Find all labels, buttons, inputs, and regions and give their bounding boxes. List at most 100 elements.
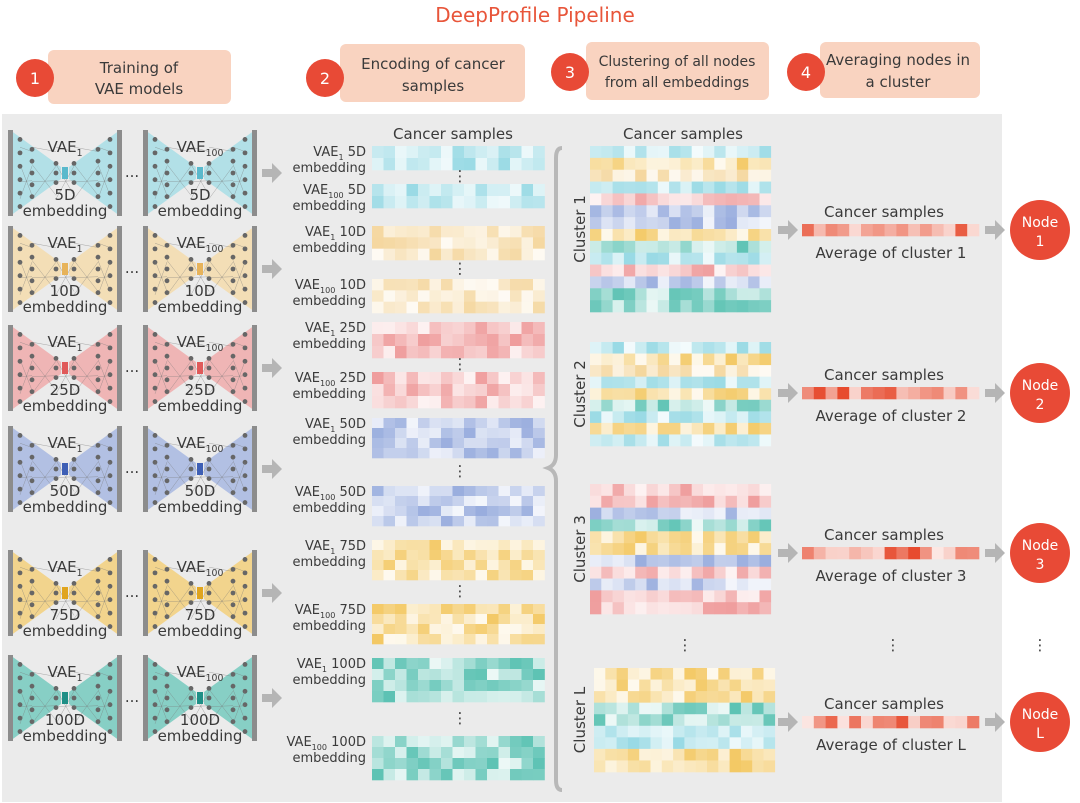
heatmap-cell	[441, 604, 453, 615]
heatmap-cell	[861, 387, 874, 400]
vae-last-label-sub: 100	[206, 148, 224, 159]
heatmap-cell	[418, 396, 430, 409]
vae-first-label: VAE1	[48, 333, 83, 354]
heatmap-cell	[748, 264, 760, 277]
vae-neuron	[95, 170, 101, 176]
heatmap-cell	[802, 387, 815, 400]
heatmap-cell	[748, 146, 760, 159]
heatmap-cell	[703, 205, 715, 218]
heatmap-cell	[714, 300, 726, 313]
heatmap-cell	[452, 396, 465, 409]
heatmap-cell	[464, 226, 476, 238]
vae-neuron	[17, 137, 23, 142]
vae-shape	[10, 226, 120, 312]
heatmap-cell	[590, 240, 602, 254]
vae-edge	[154, 166, 168, 199]
heatmap-cell	[464, 418, 476, 429]
heatmap-cell	[406, 158, 419, 171]
heatmap-cell	[680, 353, 692, 366]
heatmap-cell	[452, 237, 465, 249]
heatmap-cell	[759, 422, 772, 435]
heatmap-cell	[703, 288, 715, 301]
heatmap-cell	[487, 279, 499, 291]
heatmap-cell	[680, 193, 692, 206]
vae-edge	[55, 585, 75, 619]
vae-neuron	[206, 257, 212, 262]
vae-edge	[190, 584, 210, 616]
heatmap-cell	[452, 438, 465, 449]
heatmap-cell	[729, 679, 742, 692]
heatmap-cell	[441, 438, 453, 449]
heatmap-cell	[498, 226, 511, 238]
heatmap-cell	[429, 570, 442, 581]
step-2-line2: samples	[402, 77, 465, 95]
vae-neuron	[17, 372, 23, 378]
heatmap-cell	[372, 691, 384, 703]
heatmap-cell	[612, 353, 625, 366]
heatmap-cell	[521, 226, 534, 238]
heatmap-cell	[748, 205, 760, 218]
heatmap-cell	[703, 264, 715, 277]
vae-neuron	[17, 246, 23, 252]
vae-first-network	[8, 130, 122, 216]
heatmap-cell	[452, 634, 465, 645]
heatmap-cell	[406, 346, 419, 359]
heatmap-cell	[464, 196, 476, 209]
heatmap-cell	[612, 252, 625, 265]
heatmap-cell	[372, 614, 384, 625]
heatmap-cell	[669, 590, 681, 603]
vae-input-bar	[143, 325, 148, 411]
heatmap-cell	[725, 193, 738, 206]
heatmap-cell	[475, 279, 488, 291]
heatmap-cell	[752, 725, 764, 738]
heatmap-cell	[406, 290, 419, 302]
vae-neuron	[29, 454, 35, 460]
vae-edge	[73, 360, 99, 394]
vae-edge	[19, 242, 33, 248]
heatmap-cell	[646, 399, 659, 412]
heatmap-cell	[703, 602, 715, 615]
heatmap-cell	[475, 758, 488, 770]
heatmap-cell	[725, 252, 738, 265]
vae-neuron	[152, 190, 158, 196]
heatmap-cell	[487, 448, 499, 459]
vae-edge	[166, 180, 192, 182]
heatmap-cell	[612, 434, 625, 447]
heatmap-cell	[736, 399, 749, 412]
heatmap-cell	[464, 146, 476, 159]
heatmap-cell	[429, 506, 442, 517]
heatmap-cell	[521, 614, 534, 625]
heatmap-cell	[510, 237, 522, 249]
cluster-heatmap	[594, 668, 776, 773]
heatmap-cell	[703, 365, 715, 377]
embedding-last-label: VAE100 50D	[295, 485, 366, 502]
heatmap-cell	[691, 495, 704, 508]
vae-neuron	[53, 590, 59, 596]
vae-neuron	[17, 300, 23, 305]
heatmap-cell	[661, 760, 674, 773]
heatmap-cell	[441, 496, 453, 507]
heatmap-cell	[487, 237, 499, 249]
heatmap-cell	[680, 365, 692, 377]
heatmap-cell	[406, 334, 419, 347]
vae-neuron	[230, 146, 236, 152]
heatmap-cell	[612, 342, 625, 354]
heatmap-cell	[646, 146, 659, 159]
heatmap-cell	[759, 399, 772, 412]
vae-neuron	[107, 345, 113, 351]
heatmap-cell	[736, 217, 749, 230]
heatmap-cell	[594, 668, 606, 680]
embedding-last-label-base: VAE	[295, 278, 320, 293]
heatmap-cell	[740, 714, 753, 727]
heatmap-cell	[623, 566, 636, 579]
heatmap-cell	[680, 434, 692, 447]
heatmap-cell	[714, 578, 726, 591]
vae-last-label: VAE100	[177, 558, 224, 579]
heatmap-cell	[441, 428, 453, 439]
vae-ellipsis: ...	[125, 583, 139, 601]
embedding-first-dim: 50D	[335, 417, 366, 432]
vae-edge	[31, 261, 57, 295]
vae-first-label: VAE1	[48, 138, 83, 159]
vae-first-dim: 50D	[50, 482, 81, 500]
heatmap-cell	[429, 769, 442, 781]
